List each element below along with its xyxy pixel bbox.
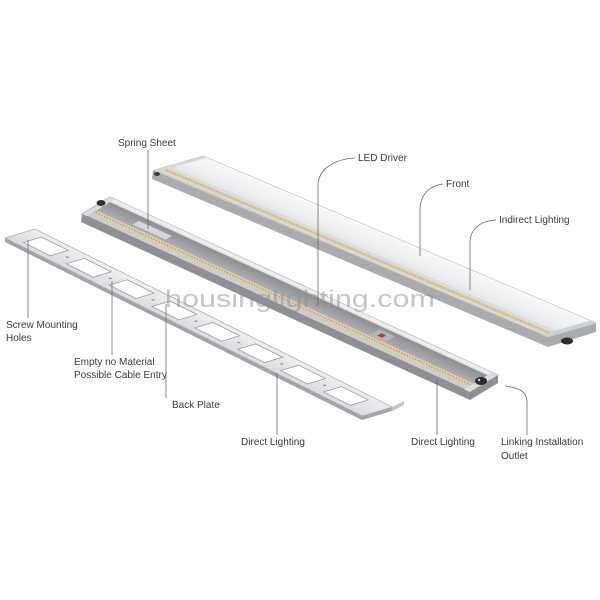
housing-channel-rim xyxy=(106,197,499,378)
leader-line-linking-outlet xyxy=(504,385,528,435)
leader-line-front xyxy=(419,183,444,256)
linking-outlet-knob xyxy=(475,377,487,385)
label-cable-entry-line2: Possible Cable Entry xyxy=(74,370,167,381)
screw-hole xyxy=(65,256,70,258)
cable-entry-hole xyxy=(238,344,283,363)
front-cover-top-rim xyxy=(202,156,595,323)
screw-hole xyxy=(322,384,327,386)
back-plate xyxy=(5,229,404,420)
label-linking-outlet-line2: Outlet xyxy=(501,451,528,462)
front-left-end-cap xyxy=(155,155,207,172)
leader-line-indirect-lighting xyxy=(469,219,497,290)
housing-channel xyxy=(81,197,498,400)
housing-left-end-cap xyxy=(82,197,115,217)
back-plate-surface xyxy=(5,229,392,416)
cable-entry-hole xyxy=(24,237,69,256)
back-plate-flange xyxy=(392,401,404,411)
led-driver-tag xyxy=(377,333,387,338)
screw-hole xyxy=(108,277,112,280)
front-cover-reflector-line xyxy=(171,168,556,332)
cable-entry-hole xyxy=(152,301,197,320)
watermark: housinglighting.com xyxy=(165,286,435,313)
label-linking-outlet-line1: Linking Installation xyxy=(501,437,583,448)
label-screw-mounting-holes-line1: Screw Mounting xyxy=(6,320,78,331)
label-back-plate: Back Plate xyxy=(172,400,220,411)
front-cover xyxy=(152,156,596,347)
label-led-driver: LED Driver xyxy=(358,153,408,164)
housing-left-clip xyxy=(96,200,106,206)
front-right-end-cap xyxy=(542,320,597,337)
spring-sheet xyxy=(132,220,172,240)
label-screw-mounting-holes-line2: Holes xyxy=(6,333,32,344)
label-cable-entry-line1: Empty no Material xyxy=(74,357,155,368)
cable-entry-hole xyxy=(195,322,240,341)
label-front: Front xyxy=(446,179,470,190)
housing-channel-cavity xyxy=(90,201,490,388)
housing-channel-surface xyxy=(82,197,498,392)
linking-outlet-highlight xyxy=(477,378,481,382)
label-spring-sheet: Spring Sheet xyxy=(118,138,176,149)
front-cover-surface xyxy=(155,156,596,337)
front-left-clip xyxy=(154,172,160,176)
cable-entry-hole xyxy=(324,387,369,406)
screw-hole xyxy=(237,341,241,344)
cable-entry-hole xyxy=(281,365,326,384)
label-direct-lighting-right: Direct Lighting xyxy=(411,437,475,448)
screw-hole xyxy=(279,363,284,365)
cable-entry-hole xyxy=(66,258,111,277)
cable-entry-hole xyxy=(109,280,154,299)
screw-hole xyxy=(151,299,155,301)
direct-led-strip xyxy=(92,210,474,387)
screw-hole xyxy=(194,320,198,322)
leader-line-led-driver xyxy=(317,157,356,306)
label-indirect-lighting: Indirect Lighting xyxy=(499,215,570,226)
front-right-knob xyxy=(561,337,573,345)
indirect-led-chips xyxy=(167,170,550,333)
label-direct-lighting-left: Direct Lighting xyxy=(241,437,305,448)
